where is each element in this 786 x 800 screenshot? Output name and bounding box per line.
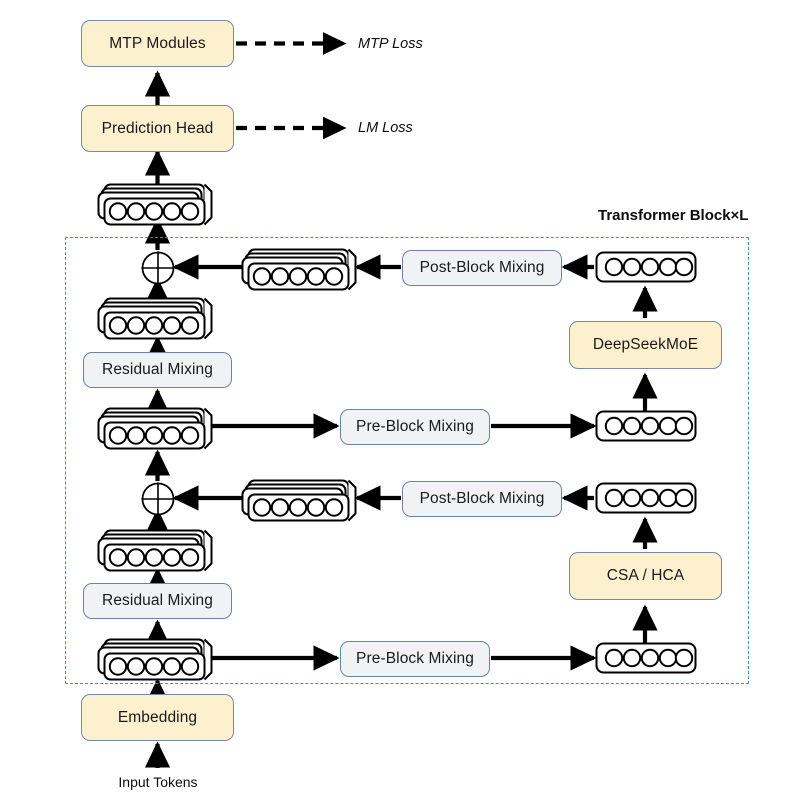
embedding-label: Embedding xyxy=(117,708,198,726)
post-block-mixing-upper-box[interactable]: Post-Block Mixing xyxy=(402,250,562,286)
pre-block-mixing-lower-label: Pre-Block Mixing xyxy=(356,650,474,668)
residual-mixing-upper-box[interactable]: Residual Mixing xyxy=(83,352,232,388)
token-strip-moe-out xyxy=(595,251,697,283)
token-strip-upper-postblock-out xyxy=(241,248,357,291)
token-strip-embedding-out xyxy=(97,638,213,681)
prediction-head-box[interactable]: Prediction Head xyxy=(81,105,234,152)
residual-mixing-lower-box[interactable]: Residual Mixing xyxy=(83,583,232,619)
token-strip-output xyxy=(97,183,213,226)
token-strip-moe-in xyxy=(595,410,697,442)
attention-label: CSA / HCA xyxy=(606,567,685,585)
token-strip-attn-in xyxy=(595,642,697,674)
pre-block-mixing-lower-box[interactable]: Pre-Block Mixing xyxy=(340,641,490,677)
post-block-mixing-lower-label: Post-Block Mixing xyxy=(419,490,545,508)
residual-add-lower-icon xyxy=(141,482,175,516)
pre-block-mixing-upper-box[interactable]: Pre-Block Mixing xyxy=(340,409,490,445)
mtp-modules-label: MTP Modules xyxy=(109,34,206,52)
pre-block-mixing-upper-label: Pre-Block Mixing xyxy=(356,418,474,436)
input-tokens-label: Input Tokens xyxy=(118,773,198,790)
transformer-block-label-math: ×L xyxy=(730,207,749,225)
transformer-block-region xyxy=(65,237,749,684)
attention-box[interactable]: CSA / HCA xyxy=(569,552,722,600)
post-block-mixing-lower-box[interactable]: Post-Block Mixing xyxy=(402,481,562,517)
lm-loss-label: LM Loss xyxy=(358,119,413,136)
deepseekmoe-label: DeepSeekMoE xyxy=(592,336,699,354)
transformer-block-label: Transformer Block ×L xyxy=(598,206,773,226)
prediction-head-label: Prediction Head xyxy=(101,119,214,137)
token-strip-upper-preblock-in xyxy=(97,407,213,450)
residual-add-upper-icon xyxy=(141,251,175,285)
residual-mixing-upper-label: Residual Mixing xyxy=(102,361,213,379)
token-strip-upper-residual-in xyxy=(97,297,213,340)
token-strip-lower-residual-in xyxy=(97,529,213,572)
deepseekmoe-box[interactable]: DeepSeekMoE xyxy=(569,321,722,369)
mtp-modules-box[interactable]: MTP Modules xyxy=(81,20,234,67)
post-block-mixing-upper-label: Post-Block Mixing xyxy=(419,259,545,277)
mtp-loss-label: MTP Loss xyxy=(358,35,423,52)
token-strip-lower-postblock-out xyxy=(241,479,357,522)
token-strip-attn-out xyxy=(595,482,697,514)
embedding-box[interactable]: Embedding xyxy=(81,694,234,741)
transformer-block-label-text: Transformer Block xyxy=(598,207,731,225)
residual-mixing-lower-label: Residual Mixing xyxy=(102,592,213,610)
